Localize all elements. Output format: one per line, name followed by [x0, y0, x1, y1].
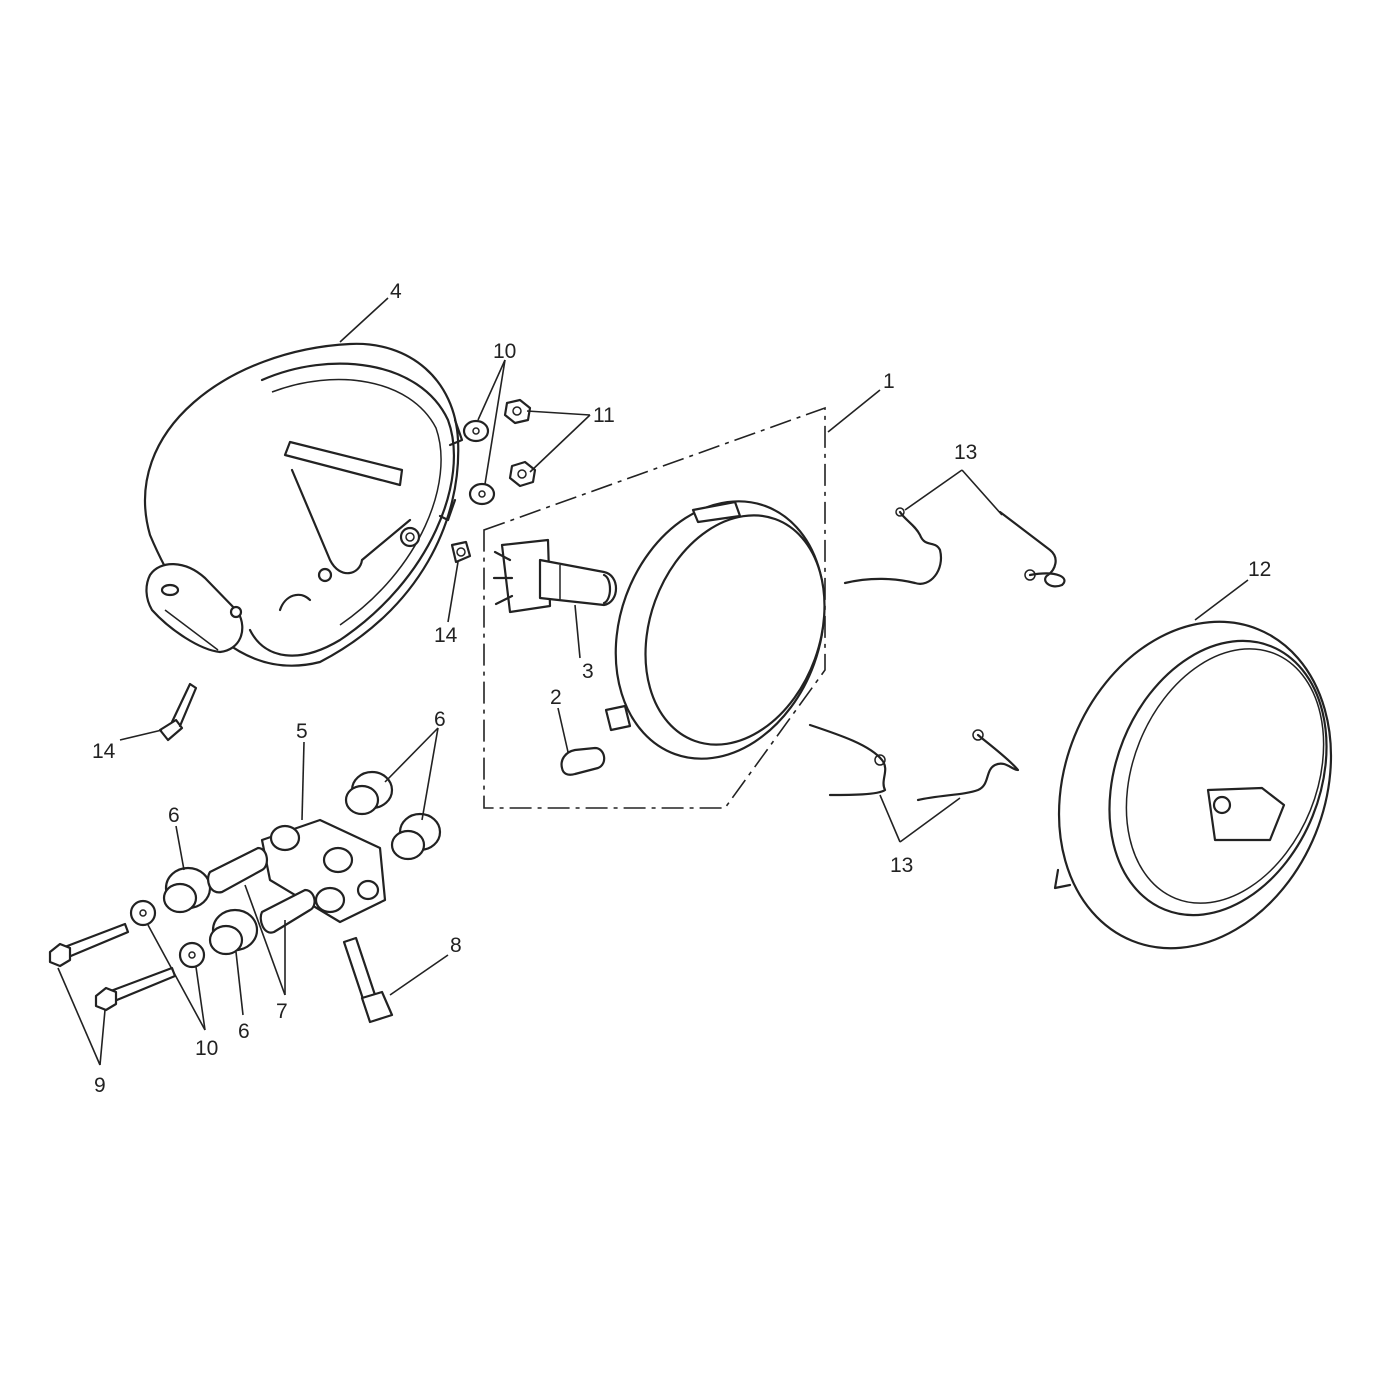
callout-6-upper: 6	[434, 708, 446, 731]
pilot-bulb	[560, 746, 606, 776]
callout-12: 12	[1248, 558, 1271, 581]
callout-10-lower: 10	[195, 1037, 218, 1060]
washer-lower-2	[178, 941, 206, 969]
callout-2: 2	[550, 686, 562, 709]
callout-5: 5	[296, 720, 308, 743]
callout-4: 4	[390, 280, 402, 303]
rubber-bush-2	[390, 812, 442, 861]
screw-upper	[450, 540, 472, 564]
callout-1: 1	[883, 370, 895, 393]
callout-labels: 1 2 3 4 5 6 6 6 7 8 9 10 10 11 12 13 13 …	[92, 280, 1271, 1097]
headlamp-lens-unit	[604, 500, 826, 760]
headlamp-bulb	[492, 538, 618, 614]
leader-lines	[57, 297, 1249, 1066]
callout-11: 11	[593, 404, 615, 427]
callout-14-lower: 14	[92, 740, 116, 763]
rubber-bush-4	[208, 908, 259, 956]
headlamp-rim	[1053, 620, 1333, 950]
mounting-bracket	[260, 818, 387, 924]
headlamp-shell	[143, 342, 464, 667]
callout-13-upper: 13	[954, 441, 977, 464]
rubber-bush-3	[162, 866, 212, 914]
callout-13-lower: 13	[890, 854, 913, 877]
callout-14-upper: 14	[434, 624, 458, 647]
spring-clip-2	[998, 510, 1066, 588]
callout-3: 3	[582, 660, 594, 683]
callout-9: 9	[94, 1074, 106, 1097]
spacer-2	[259, 888, 316, 934]
long-bolt-1	[48, 922, 130, 968]
rubber-bush-1	[344, 770, 394, 816]
long-bolt-2	[94, 966, 177, 1012]
callout-10-upper: 10	[493, 340, 516, 363]
callout-6-lower: 6	[238, 1020, 250, 1043]
washer-upper-1	[462, 419, 490, 443]
nut-2	[508, 460, 537, 488]
callout-7: 7	[276, 1000, 288, 1023]
spacer-1	[206, 846, 268, 894]
socket-bolt	[342, 936, 394, 1024]
callout-8: 8	[450, 934, 462, 957]
washer-lower-1	[129, 899, 157, 927]
nut-1	[503, 398, 532, 425]
spring-clip-3	[808, 723, 887, 797]
callout-6-left: 6	[168, 804, 180, 827]
spring-clip-4	[916, 729, 1020, 802]
spring-clip-1	[843, 507, 943, 585]
screw-lower	[158, 682, 198, 742]
washer-upper-2	[468, 482, 496, 506]
headlamp-unit-boundary	[483, 406, 826, 809]
